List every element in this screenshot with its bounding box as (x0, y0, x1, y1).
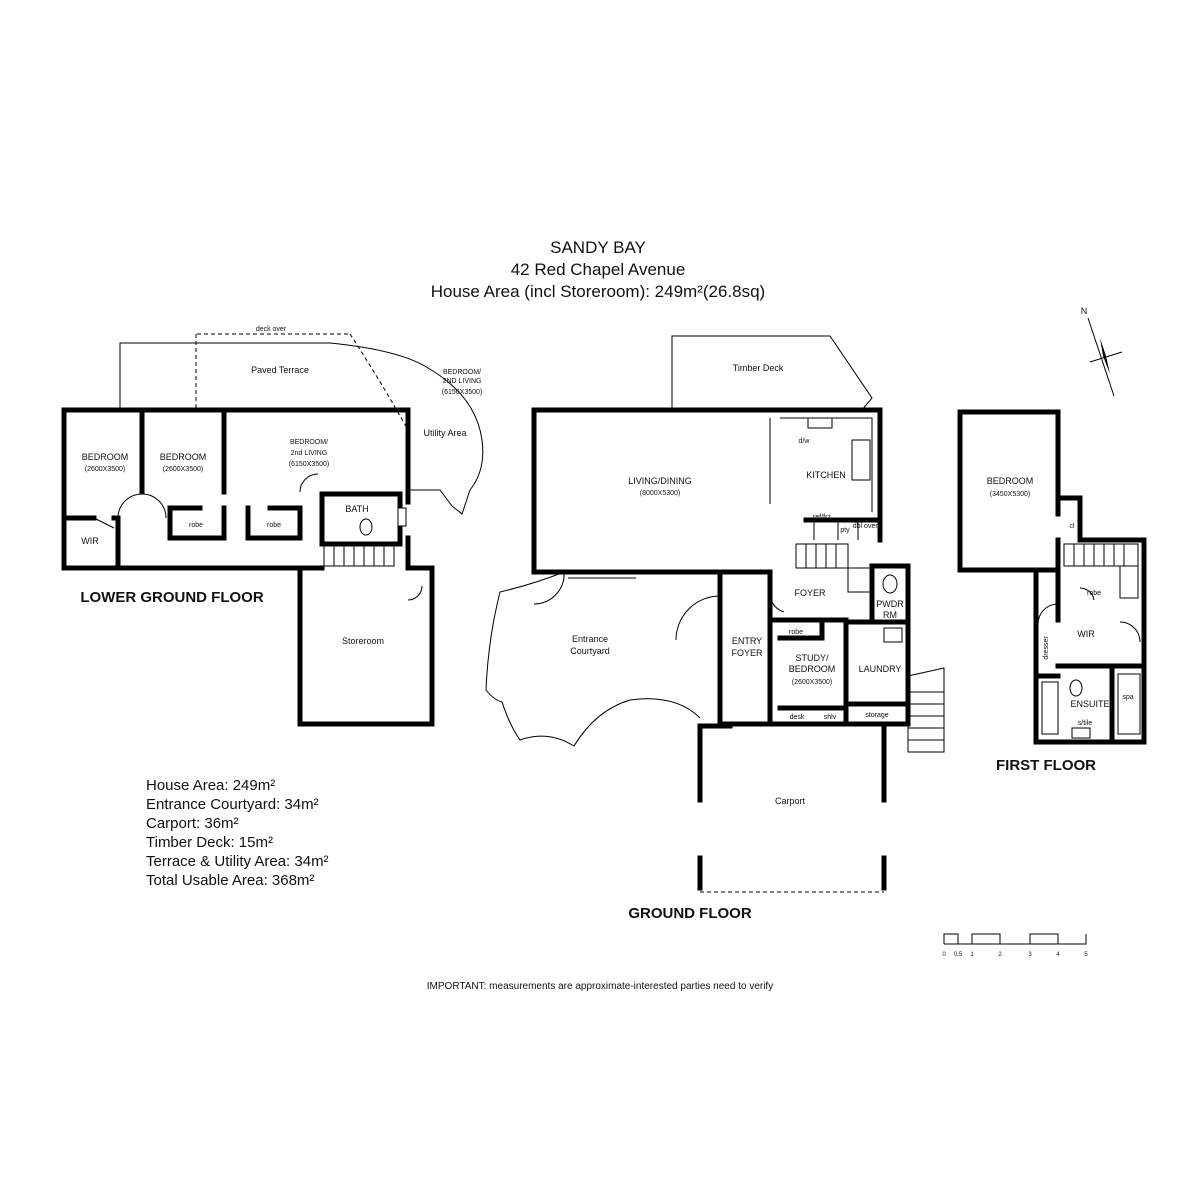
bedroom-3-label-2: 2nd LIVING (291, 450, 328, 457)
area-line: House Area: 249m² (146, 777, 275, 794)
storeroom-label: Storeroom (342, 636, 384, 646)
north-arrow-icon: N (1081, 306, 1123, 397)
deck-over-label: deck over (256, 326, 287, 333)
first-stairs (1063, 543, 1139, 599)
shower-icon (1041, 681, 1059, 735)
pwdr-rm-label: RM (883, 610, 897, 620)
terrace-outline (119, 342, 484, 515)
scale-label: 3 (1028, 952, 1032, 958)
pwdr-toilet-icon (882, 574, 898, 594)
laundry-stair (907, 667, 945, 753)
closet-label: cl (1069, 523, 1075, 530)
ensuite-toilet-icon (1069, 679, 1083, 697)
courtyard-outline (485, 571, 701, 747)
robe-1-label: robe (189, 522, 203, 529)
house-area-title: House Area (incl Storeroom): 249m²(26.8s… (431, 282, 765, 301)
window-icon (397, 507, 407, 527)
utility-area-label: Utility Area (423, 428, 466, 438)
wir-label: WIR (81, 536, 99, 546)
lower-stairs (323, 545, 395, 567)
courtyard-label: Entrance (572, 634, 608, 644)
scale-label: 2 (998, 952, 1002, 958)
laundry-label: LAUNDRY (859, 664, 902, 674)
spa-bath-icon (1117, 673, 1141, 735)
address-title: 42 Red Chapel Avenue (511, 260, 686, 279)
sink-icon (807, 417, 833, 429)
timber-deck-outline (671, 335, 873, 411)
bedroom-1-dim: (2600X3500) (85, 466, 125, 473)
ensuite-label: ENSUITE (1070, 699, 1109, 709)
ghost-bedroom-label: BEDROOM/ (443, 369, 481, 376)
lower-ground-floor-title: LOWER GROUND FLOOR (80, 589, 263, 606)
area-line: Entrance Courtyard: 34m² (146, 796, 319, 813)
timber-deck-label: Timber Deck (733, 363, 784, 373)
first-floor-title: FIRST FLOOR (996, 757, 1096, 774)
storage-label: storage (865, 712, 888, 719)
bedroom-2-label: BEDROOM (160, 452, 207, 462)
area-line: Total Usable Area: 368m² (146, 872, 314, 889)
study-label: STUDY/ (795, 653, 829, 663)
entry-label: ENTRY (732, 636, 762, 646)
study-robe-label: robe (789, 629, 803, 636)
scale-label: 5 (1084, 952, 1088, 958)
courtyard-label-2: Courtyard (570, 646, 610, 656)
living-dining-dim: (8000X5300) (640, 490, 680, 497)
cooktop-icon (851, 439, 871, 481)
ghost-living-label: 2ND LIVING (443, 378, 482, 385)
scale-label: 0 (942, 952, 946, 958)
robe-2-label: robe (267, 522, 281, 529)
shelf-label: shlv (824, 714, 837, 721)
bedroom-3-dim: (6150X3500) (289, 461, 329, 468)
shower-tile-label: s/tile (1078, 720, 1093, 727)
oven-label: dbl oven (853, 523, 880, 530)
header: SANDY BAY 42 Red Chapel Avenue House Are… (431, 238, 765, 301)
ghost-dim-label: (6150X3500) (442, 389, 482, 396)
first-wir-label: WIR (1077, 629, 1095, 639)
pantry-label: pty (840, 527, 850, 534)
bedroom-1-label: BEDROOM (82, 452, 129, 462)
bedroom-2-dim: (2600X3500) (163, 466, 203, 473)
area-line: Carport: 36m² (146, 815, 239, 832)
ground-floor-title: GROUND FLOOR (628, 905, 751, 922)
scale-label: 0.5 (954, 952, 963, 958)
kitchen-label: KITCHEN (806, 470, 846, 480)
living-dining-label: LIVING/DINING (628, 476, 692, 486)
paved-terrace-label: Paved Terrace (251, 365, 309, 375)
desk-label: desk (790, 714, 805, 721)
area-line: Terrace & Utility Area: 34m² (146, 853, 329, 870)
bath-label: BATH (345, 504, 368, 514)
vanity-icon (1071, 727, 1091, 739)
area-line: Timber Deck: 15m² (146, 834, 273, 851)
scale-label: 1 (970, 952, 974, 958)
spa-label: spa (1122, 694, 1133, 701)
entry-foyer-label: FOYER (731, 648, 763, 658)
laundry-tub-icon (883, 627, 903, 643)
toilet-icon (359, 518, 373, 536)
dishwasher-label: d/w (799, 438, 811, 445)
lower-ground-floor-plan: deck over Paved Terrace BEDROOM/ 2ND LIV… (61, 326, 484, 727)
study-dim: (2600X3500) (792, 679, 832, 686)
first-robe-label: robe (1087, 590, 1101, 597)
scale-label: 4 (1056, 952, 1060, 958)
foyer-label: FOYER (794, 588, 826, 598)
important-note: IMPORTANT: measurements are approximate-… (427, 981, 773, 992)
suburb-title: SANDY BAY (550, 238, 646, 257)
ground-floor-plan: Timber Deck LIVING/DINING (8000X5300) KI… (485, 335, 945, 922)
study-bedroom-label: BEDROOM (789, 664, 836, 674)
first-bedroom-label: BEDROOM (987, 476, 1034, 486)
area-summary: House Area: 249m² Entrance Courtyard: 34… (146, 777, 329, 889)
ground-stairs (795, 543, 871, 593)
first-bedroom-dim: (3450X5300) (990, 491, 1030, 498)
scale-bar: 0 0.5 1 2 3 4 5 (942, 933, 1088, 958)
north-label: N (1081, 306, 1088, 316)
dresser-label: dresser (1043, 636, 1050, 660)
first-floor-plan: BEDROOM (3450X5300) cl robe WIR dresser … (957, 409, 1147, 774)
bedroom-3-label: BEDROOM/ (290, 439, 328, 446)
fridge-label: ref/frz (813, 514, 831, 521)
pwdr-label: PWDR (876, 599, 904, 609)
carport-label: Carport (775, 796, 806, 806)
